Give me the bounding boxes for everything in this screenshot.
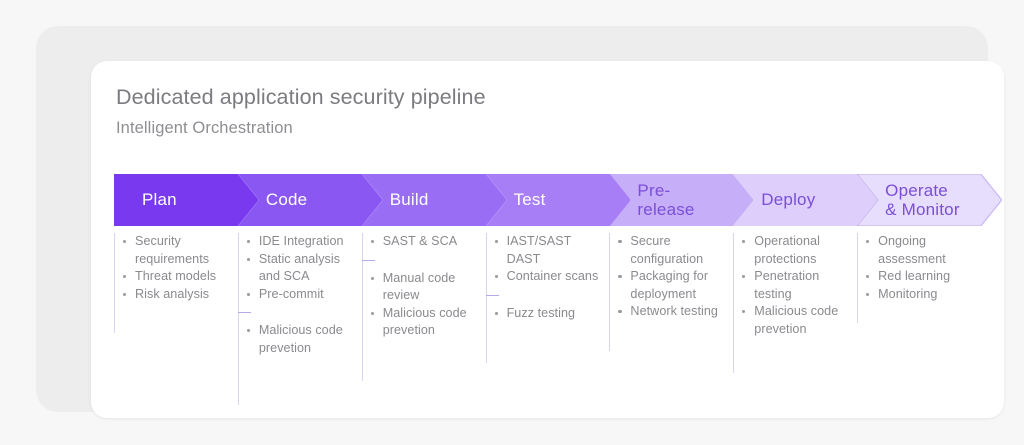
chevron-shape-pre-release — [609, 174, 755, 226]
chevron-shape-operate-monitor — [857, 174, 1002, 226]
pipeline-stage-label-plan: Plan — [142, 190, 177, 210]
bullet-item: Risk analysis — [122, 286, 232, 304]
column-divider-build — [361, 233, 363, 381]
bullet-item: SAST & SCA — [370, 233, 480, 251]
bullet-item: Malicious code prevetion — [370, 305, 480, 340]
bullet-item: IAST/SAST DAST — [494, 233, 604, 268]
pipeline-card: Dedicated application security pipeline … — [91, 61, 1004, 418]
bullet-item: Threat models — [122, 268, 232, 286]
chevron-shape-test — [485, 174, 631, 226]
bullet-item: IDE Integration — [246, 233, 356, 251]
bullet-item: Security requirements — [122, 233, 232, 268]
column-divider-plan — [114, 233, 115, 333]
column-divider-test — [485, 233, 487, 363]
bullet-item: Static analysis and SCA — [246, 251, 356, 286]
pipeline-stage-code[interactable]: Code — [237, 174, 383, 226]
pipeline-stage-label-deploy: Deploy — [761, 190, 816, 210]
pipeline-stage-label-code: Code — [265, 190, 308, 210]
page-subtitle: Intelligent Orchestration — [116, 119, 293, 137]
pipeline-stage-label-build: Build — [389, 190, 429, 210]
chevron-shape-deploy — [733, 174, 879, 226]
chevron-shape-code — [237, 174, 383, 226]
column-divider-deploy — [733, 233, 735, 373]
pipeline-stage-label-pre-release: Pre- release — [637, 180, 695, 219]
bullet-item: Container scans — [494, 268, 604, 286]
pipeline-stage-test[interactable]: Test — [485, 174, 631, 226]
bullet-item: Malicious code prevetion — [741, 303, 851, 338]
bullet-group: SAST & SCA — [370, 233, 480, 251]
bullet-group: Malicious code prevetion — [246, 322, 356, 357]
bullet-item: Malicious code prevetion — [246, 322, 356, 357]
pipeline-stage-label-test: Test — [513, 190, 546, 210]
chevron-shape-plan — [114, 174, 259, 226]
pipeline-stage-plan[interactable]: Plan — [114, 174, 259, 226]
bullet-item: Monitoring — [865, 286, 975, 304]
column-divider-code — [237, 233, 239, 405]
bullet-group: Fuzz testing — [494, 305, 604, 323]
pipeline-stage-operate-monitor[interactable]: Operate & Monitor — [857, 174, 1002, 226]
pipeline-stage-pre-release[interactable]: Pre- release — [609, 174, 755, 226]
column-divider-pre-release — [609, 233, 611, 351]
bullet-item: Penetration testing — [741, 268, 851, 303]
pipeline-stage-build[interactable]: Build — [361, 174, 507, 226]
bullet-item: Operational protections — [741, 233, 851, 268]
bullet-item: Manual code review — [370, 270, 480, 305]
pipeline-stage-deploy[interactable]: Deploy — [733, 174, 879, 226]
chevron-shape-build — [361, 174, 507, 226]
pipeline-stage-label-operate-monitor: Operate & Monitor — [885, 180, 960, 219]
page-title: Dedicated application security pipeline — [116, 85, 486, 109]
bullet-item: Network testing — [617, 303, 727, 321]
bullet-item: Ongoing assessment — [865, 233, 975, 268]
outer-panel: Dedicated application security pipeline … — [36, 26, 1004, 418]
pipeline-chevron-bar: Plan Code Build Test Pre- release Deploy Opera… — [114, 174, 1002, 226]
column-divider-operate-monitor — [857, 233, 859, 323]
bullet-item: Fuzz testing — [494, 305, 604, 323]
bullet-item: Secure configuration — [617, 233, 727, 268]
bullet-item: Pre-commit — [246, 286, 356, 304]
bullet-item: Packaging for deployment — [617, 268, 727, 303]
bullet-item: Red learning — [865, 268, 975, 286]
